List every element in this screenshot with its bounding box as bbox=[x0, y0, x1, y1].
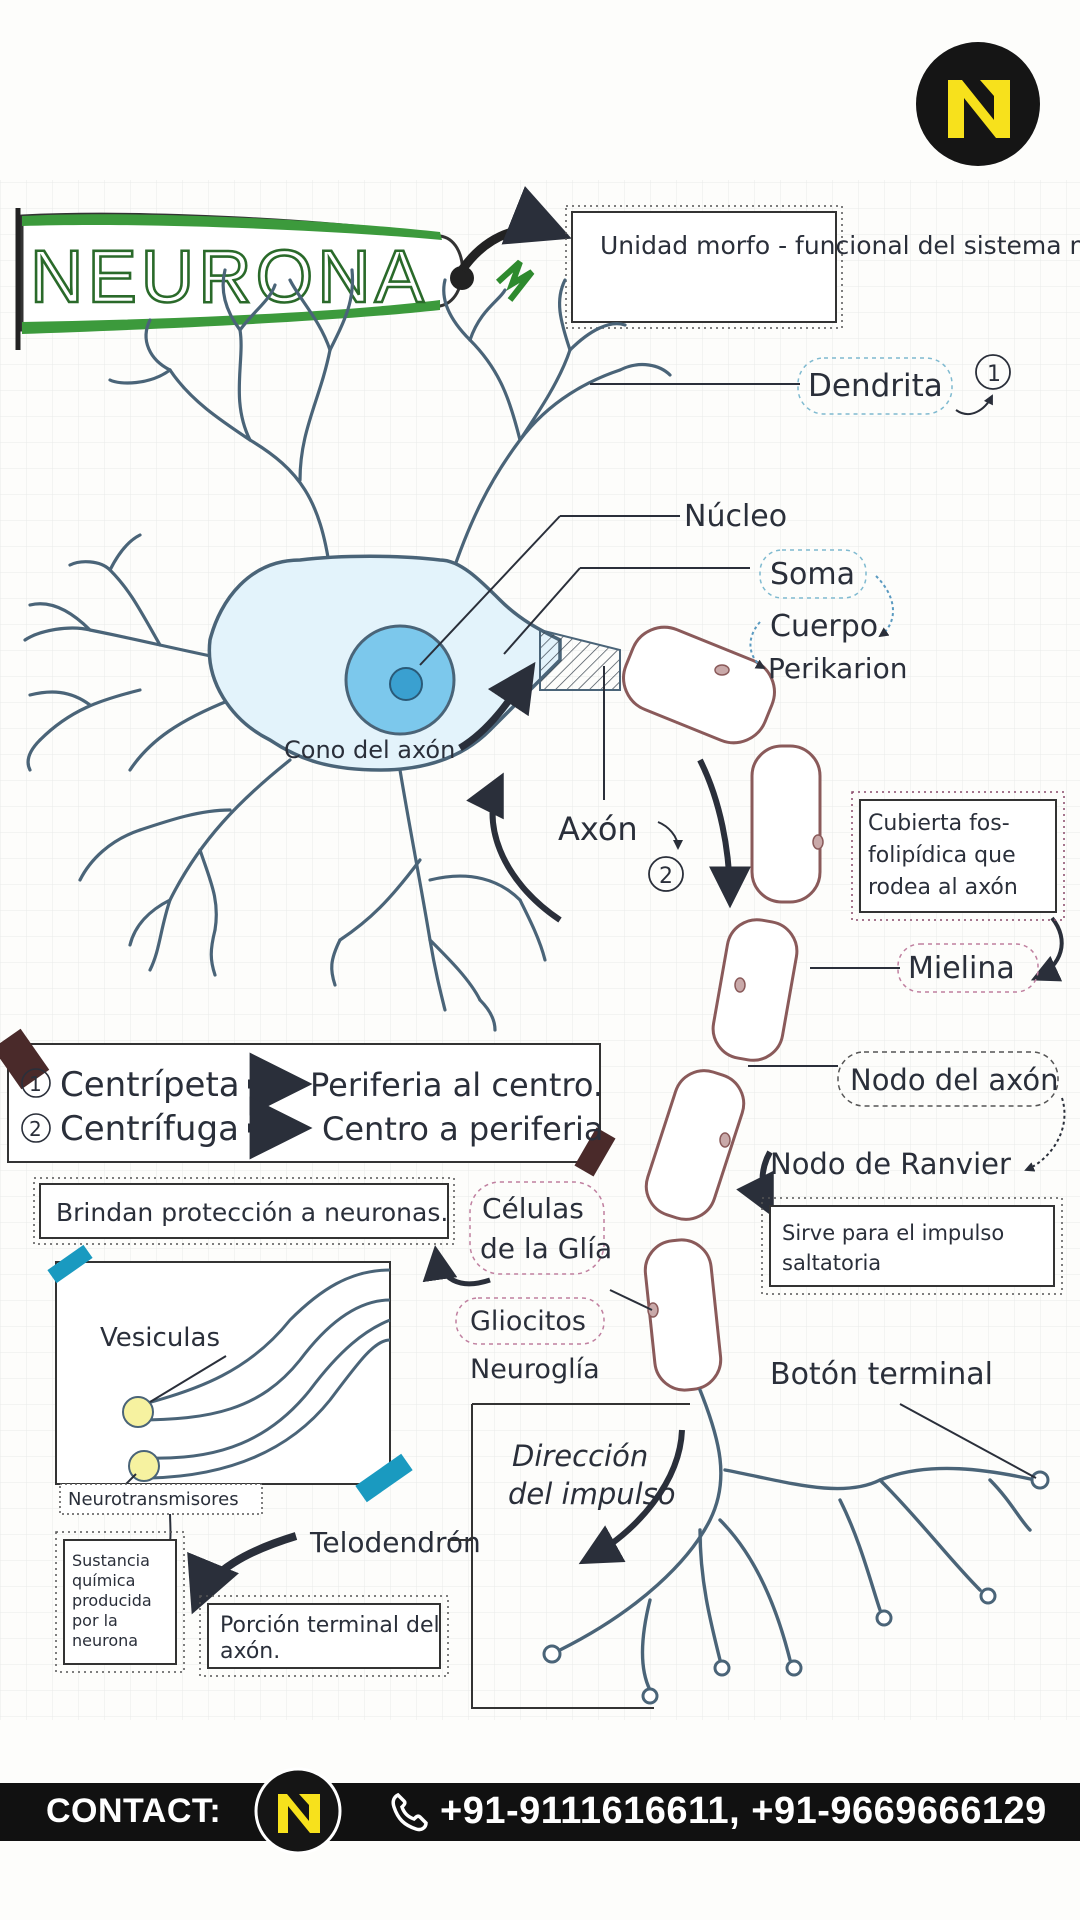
sirve-box: Sirve para el impulso saltatoria bbox=[761, 1197, 1063, 1295]
svg-text:Porción terminal del axó: Porción terminal del axón. bbox=[220, 1613, 447, 1664]
sustancia-box: Sustancia química producida por la neuro… bbox=[55, 1531, 185, 1673]
glia-labels: Células de la Glía Gliocitos Neuroglía bbox=[455, 1181, 612, 1385]
svg-text:Nodo del axón: Nodo del axón bbox=[850, 1063, 1059, 1097]
svg-text:Cuerpo: Cuerpo bbox=[770, 609, 878, 644]
contact-label: CONTACT: bbox=[46, 1792, 222, 1830]
svg-text:Sirve para el impulso sa: Sirve para el impulso saltatoria bbox=[782, 1221, 1011, 1275]
contact-bar: CONTACT: +91-9111616611, +91-9669666129 bbox=[0, 1767, 1080, 1855]
svg-text:Sustancia química: Sustancia química producida por la neuro… bbox=[72, 1551, 157, 1650]
svg-text:1: 1 bbox=[29, 1072, 42, 1096]
neurotransmisores-label: Neurotransmisores bbox=[68, 1489, 239, 1510]
svg-text:2: 2 bbox=[29, 1117, 42, 1141]
mielina-label: Mielina bbox=[897, 943, 1039, 993]
svg-text:Perikarion: Perikarion bbox=[768, 652, 907, 685]
title-note-text: Unidad morfo - funcional del sistema ner… bbox=[600, 231, 1080, 260]
dendrita-curl bbox=[955, 394, 993, 415]
synapse-inset: Vesiculas Neurotransmisores bbox=[47, 1244, 413, 1515]
impulse-arrow bbox=[578, 1429, 685, 1565]
ranvier-arrow bbox=[1024, 1097, 1066, 1172]
svg-text:Centrífuga: Centrífuga bbox=[60, 1109, 239, 1149]
svg-text:Soma: Soma bbox=[770, 557, 855, 592]
nucleolus bbox=[389, 667, 423, 701]
legend-box: 1 Centrípeta Periferia al centro. 2 Cent… bbox=[0, 1028, 616, 1177]
title-text: NEURONA bbox=[30, 235, 428, 318]
svg-text:Centrípeta: Centrípeta bbox=[60, 1065, 240, 1105]
axon-hillock bbox=[539, 628, 621, 691]
centrifuga-arrow bbox=[697, 758, 751, 909]
boton-label: Botón terminal bbox=[770, 1357, 993, 1392]
phone-numbers: +91-9111616611, +91-9669666129 bbox=[440, 1790, 1047, 1832]
svg-text:2: 2 bbox=[659, 864, 673, 889]
soma-labels: Soma Cuerpo Perikarion bbox=[749, 549, 907, 685]
nodo-ranvier-label: Nodo de Ranvier bbox=[770, 1147, 1011, 1181]
centripeta-arrow bbox=[466, 772, 562, 923]
svg-text:Dendrita: Dendrita bbox=[808, 368, 943, 404]
porcion-box: Porción terminal del axón. bbox=[199, 1595, 449, 1677]
ranvier-down-arrow bbox=[736, 1150, 774, 1218]
phone-icon bbox=[391, 1792, 428, 1832]
impulse-frame bbox=[448, 1403, 690, 1709]
vesiculas-label: Vesiculas bbox=[100, 1323, 220, 1353]
svg-text:Gliocitos: Gliocitos bbox=[470, 1306, 586, 1337]
n-logo-icon bbox=[948, 80, 1010, 138]
myelin-segments bbox=[622, 625, 822, 1392]
svg-text:de la Glía: de la Glía bbox=[480, 1232, 612, 1265]
axon-label: Axón 2 bbox=[558, 810, 684, 892]
svg-text:Mielina: Mielina bbox=[908, 951, 1015, 986]
svg-text:Células: Células bbox=[482, 1192, 584, 1225]
schwann-nuclei bbox=[647, 664, 824, 1318]
title-note-box: Unidad morfo - funcional del sistema ner… bbox=[565, 205, 1080, 329]
svg-text:Brindan protección a neuronas.: Brindan protección a neuronas. bbox=[56, 1198, 448, 1227]
dendrites bbox=[23, 268, 672, 1032]
svg-text:Neuroglía: Neuroglía bbox=[470, 1354, 600, 1385]
glia-arrow bbox=[422, 1245, 491, 1287]
brindan-box: Brindan protección a neuronas. bbox=[33, 1177, 455, 1245]
n-logo-icon bbox=[278, 1794, 320, 1833]
pointer-lines bbox=[419, 383, 1037, 1479]
svg-text:1: 1 bbox=[987, 362, 1001, 387]
cono-arrow bbox=[458, 661, 536, 752]
telodendron-label: Telodendrón bbox=[309, 1526, 481, 1559]
cono-label: Cono del axón bbox=[284, 736, 455, 764]
svg-text:Cubierta fos- folipídica: Cubierta fos- folipídica que rodea al ax… bbox=[868, 811, 1023, 900]
axon-curl bbox=[657, 821, 683, 850]
dendrita-label: Dendrita 1 bbox=[797, 354, 1011, 415]
svg-text:Axón: Axón bbox=[558, 810, 638, 848]
brand-logo bbox=[916, 42, 1040, 166]
nodo-axon-label: Nodo del axón bbox=[837, 1051, 1059, 1107]
mielina-arrow bbox=[1030, 916, 1064, 982]
terminal-buttons bbox=[542, 1470, 1050, 1705]
direccion-label: Dirección del impulso bbox=[508, 1439, 676, 1511]
footer-logo bbox=[254, 1767, 342, 1855]
cubierta-box: Cubierta fos- folipídica que rodea al ax… bbox=[851, 791, 1065, 921]
nucleo-label: Núcleo bbox=[684, 499, 787, 534]
telodendron-arrow bbox=[187, 1532, 298, 1615]
svg-text:Periferia al centro.: Periferia al centro. bbox=[310, 1066, 603, 1104]
svg-text:Centro a periferia: Centro a periferia bbox=[322, 1110, 604, 1148]
axon-terminal bbox=[558, 1388, 1037, 1692]
